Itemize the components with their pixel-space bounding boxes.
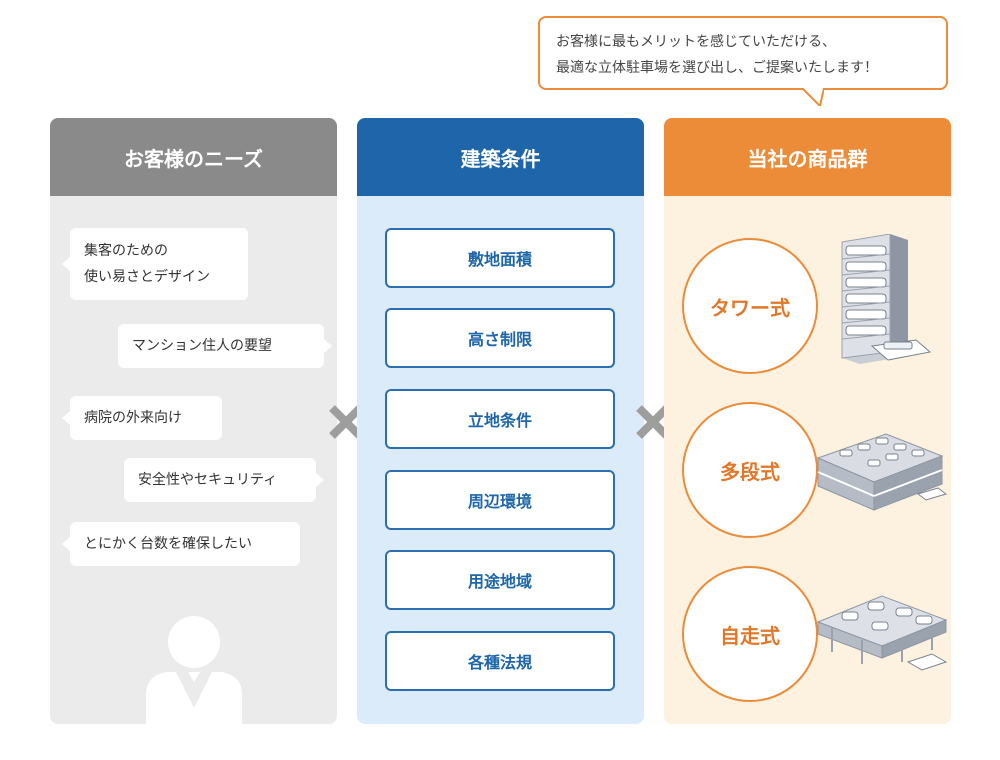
product-label: タワー式 [710,295,790,320]
customer-needs-title: お客様のニーズ [124,146,263,171]
callout-line-2: 最適な立体駐車場を選び出し、ご提案いたします！ [556,60,878,76]
product-multistage: 多段式 [682,402,818,538]
need-bubble-design: 集客のための 使い易さとデザイン [62,228,248,300]
customer-needs-header: お客様のニーズ [50,118,337,196]
callout-line-1: お客様に最もメリットを感じていただける、 [556,34,836,50]
need-bubble-security: 安全性やセキュリティ [124,458,324,502]
customer-needs-panel: お客様のニーズ 集客のための 使い易さとデザイン マンション住人の要望 病院の外… [50,118,337,724]
condition-zoning: 用途地域 [385,550,615,610]
product-label: 多段式 [720,459,780,484]
self-propelled-parking-illustration [816,595,948,671]
condition-label: 立地条件 [467,411,532,430]
need-text: 集客のための [84,243,168,259]
condition-site-area: 敷地面積 [385,228,615,288]
tower-parking-illustration [841,234,932,364]
condition-label: 敷地面積 [467,250,532,269]
product-tower: タワー式 [682,238,818,374]
times-icon [636,405,670,439]
times-icon [329,405,363,439]
product-self-propelled: 自走式 [682,566,818,702]
product-lineup-title: 当社の商品群 [747,146,868,171]
need-bubble-hospital: 病院の外来向け [62,396,222,440]
need-text: 使い易さとデザイン [84,269,210,285]
product-lineup-header: 当社の商品群 [664,118,951,196]
customer-needs-body: 集客のための 使い易さとデザイン マンション住人の要望 病院の外来向け 安全性や… [50,196,337,724]
condition-label: 各種法規 [467,653,532,672]
building-conditions-title: 建築条件 [460,146,541,171]
need-bubble-mansion: マンション住人の要望 [118,324,332,368]
need-text: 病院の外来向け [84,410,182,426]
condition-location: 立地条件 [385,389,615,449]
product-lineup-body: タワー式 [664,196,951,724]
customer-person-icon [146,616,242,724]
need-bubble-capacity: とにかく台数を確保したい [62,522,300,566]
callout-tail-icon [802,88,824,106]
need-text: 安全性やセキュリティ [138,472,278,488]
condition-height-limit: 高さ制限 [385,308,615,368]
condition-label: 用途地域 [467,572,532,591]
product-label: 自走式 [720,623,780,648]
condition-regulations: 各種法規 [385,631,615,691]
condition-surroundings: 周辺環境 [385,470,615,530]
need-text: マンション住人の要望 [132,338,272,354]
proposal-callout: お客様に最もメリットを感じていただける、 最適な立体駐車場を選び出し、ご提案いた… [538,16,948,106]
product-lineup-panel: 当社の商品群 タワー式 [664,118,951,724]
multistage-parking-illustration [816,433,948,511]
building-conditions-body: 敷地面積 高さ制限 立地条件 周辺環境 用途地域 各種法規 [357,196,644,724]
condition-label: 高さ制限 [467,330,532,349]
condition-label: 周辺環境 [467,492,532,511]
building-conditions-header: 建築条件 [357,118,644,196]
building-conditions-panel: 建築条件 敷地面積 高さ制限 立地条件 周辺環境 用途地域 各種法規 [357,118,644,724]
need-text: とにかく台数を確保したい [84,536,252,552]
